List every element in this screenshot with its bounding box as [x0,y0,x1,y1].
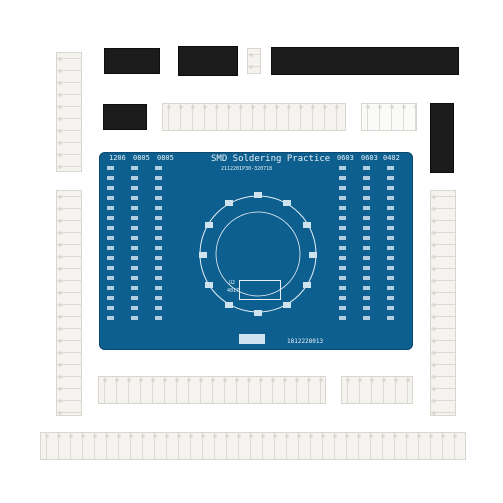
size-label-0805-a: 0805 [133,154,150,162]
size-label-0402: 0402 [383,154,400,162]
resistor-tape-bottom-right [341,376,413,404]
battery-pad [239,334,265,344]
capacitor-tape-right [430,190,456,416]
size-label-1206: 1206 [109,154,126,162]
pad-column-left-2 [131,166,138,326]
board-title: SMD Soldering Practice [211,154,331,164]
led-tape [361,103,417,131]
capacitor-tape-left-top [56,52,82,172]
resistor-tape-bottom-long [40,432,466,460]
soic-ic-strip [178,46,238,76]
sot23-chip-tape-long [271,47,459,75]
pad-column-right-1 [339,166,346,326]
sot23-transistor-strip [104,48,160,74]
sot23-vertical-strip [430,103,454,173]
board-subtitle: 2112201P30-320718 [221,166,273,172]
resistor-tape-middle [162,103,346,131]
pcb-board: 1206 0805 0805 0603 0603 0402 SMD Solder… [99,152,413,350]
size-label-0603-a: 0603 [337,154,354,162]
ic-label: U2 [229,280,236,286]
capacitor-tape-left-bottom [56,190,82,416]
pad-column-right-2 [363,166,370,326]
led-ring [199,192,317,316]
size-label-0603-b: 0603 [361,154,378,162]
ic-footprint [239,280,281,300]
soic8-ic-strip [103,104,147,130]
size-label-0805-b: 0805 [157,154,174,162]
pad-column-left-3 [155,166,162,326]
pad-column-left [107,166,177,326]
ic-code: 4017 [227,288,240,294]
resistor-tape-bottom-mid [98,376,326,404]
pad-column-right-3 [387,166,394,326]
single-resistor-tape [247,48,261,74]
board-serial: 1812228013 [287,338,324,345]
